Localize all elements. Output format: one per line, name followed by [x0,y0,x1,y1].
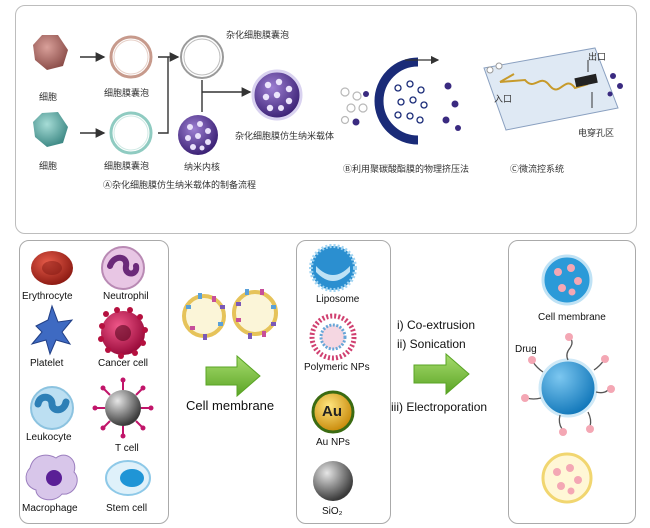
cell-label-platelet: Platelet [30,358,64,369]
green-arrow-icon [413,352,470,396]
core-label-liposome: Liposome [316,294,360,305]
product-liposome-particle-icon [541,452,593,504]
cell-label-stem-cell: Stem cell [106,503,148,514]
au-np-icon [311,390,355,434]
liposome-icon [309,244,357,292]
cell-label-macrophage: Macrophage [22,503,78,514]
microfluidic-diagram [483,47,623,131]
cell-label-cancer-cell: Cancer cell [98,358,149,369]
cell-label-erythrocyte: Erythrocyte [22,291,73,302]
label-vesicle-1: 细胞膜囊泡 [104,89,150,99]
cell-source-panel [19,240,169,524]
sio2-np-icon [313,461,353,501]
label-outlet: 出口 [588,53,607,63]
product-panel [508,240,636,524]
label-hybrid-vesicle: 杂化细胞膜囊泡 [226,31,290,41]
cell-label-t-cell: T cell [115,443,139,454]
label-cell-1: 细胞 [39,93,58,103]
method-electroporation: iii) Electroporation [391,400,488,414]
core-label-sio2: SiO₂ [322,506,343,517]
membrane-vesicle-teal-icon [109,111,153,155]
product-label-cell-membrane: Cell membrane [538,312,606,323]
au-symbol: Au [322,403,342,420]
core-label-au-nps: Au NPs [316,437,350,448]
caption-c: Ⓒ微流控系统 [510,165,565,175]
cell-teal-icon [33,112,68,147]
method-co-extrusion: i) Co-extrusion [397,318,476,332]
nanocore-panel [296,240,391,524]
label-vesicle-2: 细胞膜囊泡 [104,162,150,172]
hybrid-vesicle-icon [180,35,224,79]
method-sonication: ii) Sonication [397,337,466,351]
label-electroporation-zone: 电穿孔区 [578,129,615,139]
green-arrow-icon [205,354,261,398]
label-hybrid-nanocarrier: 杂化细胞膜仿生纳米载体 [235,132,335,142]
erythrocyte-icon [31,251,73,285]
t-cell-icon [105,390,141,426]
label-cell-2: 细胞 [39,162,58,172]
product-drug-particle-icon [521,333,615,436]
caption-b: Ⓑ利用聚碳酸酯膜的物理挤压法 [343,165,470,175]
cell-membrane-label: Cell membrane [186,398,275,413]
label-nanocore: 纳米内核 [184,163,221,173]
cell-label-leukocyte: Leukocyte [26,432,72,443]
product-membrane-particle-icon [541,254,593,306]
top-panel [15,5,637,234]
extrusion-diagram [340,55,461,145]
platelet-icon [30,304,74,356]
cell-brown-icon [33,35,68,70]
merge-connector [158,56,169,134]
membrane-ring-right-icon [232,289,278,339]
caption-a: Ⓐ杂化细胞膜仿生纳米载体的制备流程 [103,181,257,191]
membrane-ring-left-icon [182,293,226,340]
product-label-drug: Drug [515,344,537,355]
membrane-vesicle-brown-icon [109,35,153,79]
polymeric-np-icon [309,313,357,361]
cell-label-neutrophil: Neutrophil [103,291,149,302]
core-label-polymeric-nps: Polymeric NPs [304,362,370,373]
label-inlet: 入口 [494,95,513,105]
